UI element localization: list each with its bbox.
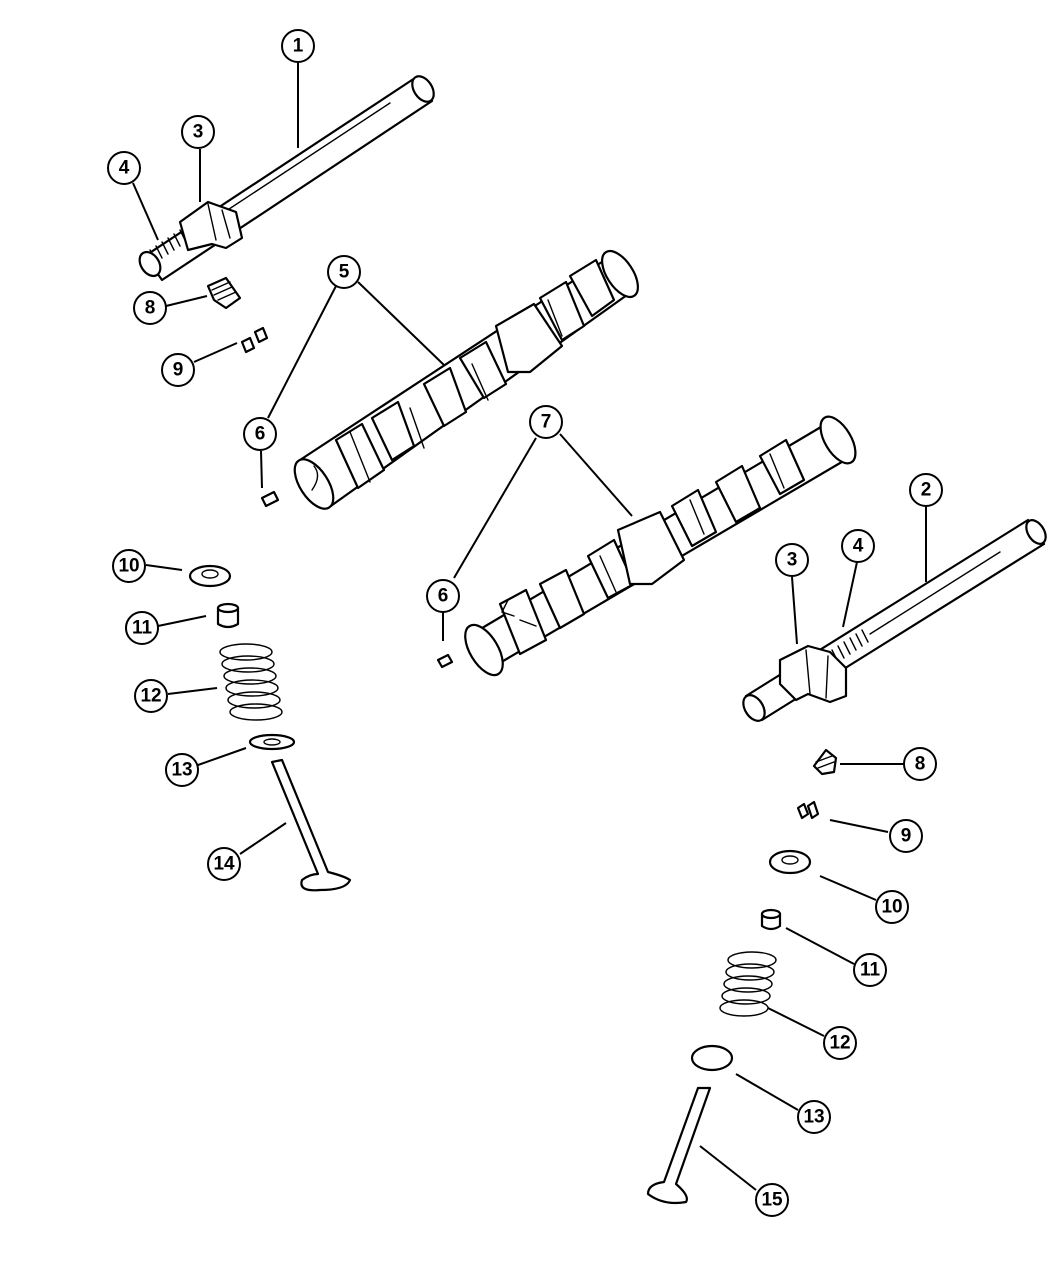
svg-text:13: 13 [803,1107,824,1128]
svg-text:8: 8 [145,298,156,319]
spring-seat-left [248,733,296,751]
svg-text:2: 2 [921,480,932,501]
valve-right [646,1086,712,1205]
callout-11-left: 11 [125,611,159,645]
callout-10-right: 10 [875,890,909,924]
callout-4-right: 4 [841,529,875,563]
spring-retainer-right [768,849,812,875]
callout-10-left: 10 [112,549,146,583]
svg-text:3: 3 [787,550,798,571]
callout-6-lower: 6 [426,579,460,613]
svg-text:4: 4 [853,536,864,557]
svg-text:10: 10 [118,556,139,577]
svg-text:8: 8 [915,754,926,775]
svg-text:12: 12 [829,1033,850,1054]
callout-12-left: 12 [134,679,168,713]
rocker-arm-left [178,200,244,252]
valve-keepers-right [796,800,820,820]
callout-9-right: 9 [889,819,923,853]
callout-7: 7 [529,405,563,439]
leader-lines [132,63,927,1191]
callout-6-upper: 6 [243,417,277,451]
callout-1: 1 [281,29,315,63]
spring-retainer-left [188,564,232,588]
svg-text:12: 12 [140,686,161,707]
valve-spring-left [219,643,283,721]
callout-2: 2 [909,473,943,507]
svg-text:1: 1 [293,36,304,57]
svg-text:4: 4 [119,158,130,179]
svg-text:9: 9 [901,826,912,847]
callout-13-left: 13 [165,753,199,787]
spring-seat-right [690,1044,734,1072]
callout-8-left: 8 [133,291,167,325]
callout-3-right: 3 [775,543,809,577]
callout-3-left: 3 [181,115,215,149]
dowel-pin-upper [260,490,280,508]
valve-seal-right [760,908,782,931]
svg-text:5: 5 [339,262,350,283]
rocker-arm-right [778,644,848,704]
svg-text:9: 9 [173,360,184,381]
svg-text:6: 6 [255,424,266,445]
callout-15: 15 [755,1183,789,1217]
lash-adjuster-right [812,748,838,776]
svg-text:6: 6 [438,586,449,607]
callout-14: 14 [207,847,241,881]
callout-9-left: 9 [161,353,195,387]
valve-left [270,758,352,892]
valve-spring-right [719,951,777,1017]
svg-text:3: 3 [193,122,204,143]
svg-text:13: 13 [171,760,192,781]
callout-12-right: 12 [823,1026,857,1060]
camshaft-upper [293,249,639,510]
svg-text:15: 15 [761,1190,783,1211]
svg-text:10: 10 [881,897,902,918]
callout-13-right: 13 [797,1100,831,1134]
svg-text:11: 11 [132,618,153,639]
valve-seal-left [216,602,240,629]
svg-text:7: 7 [541,412,552,433]
callout-4-left: 4 [107,151,141,185]
callout-8-right: 8 [903,747,937,781]
callout-5: 5 [327,255,361,289]
camshaft-lower [464,415,857,677]
svg-text:11: 11 [860,960,881,981]
svg-text:14: 14 [213,854,235,875]
valve-keepers-left [240,326,269,354]
callout-11-right: 11 [853,953,887,987]
dowel-pin-lower [436,653,454,669]
lash-adjuster-left [206,276,242,310]
